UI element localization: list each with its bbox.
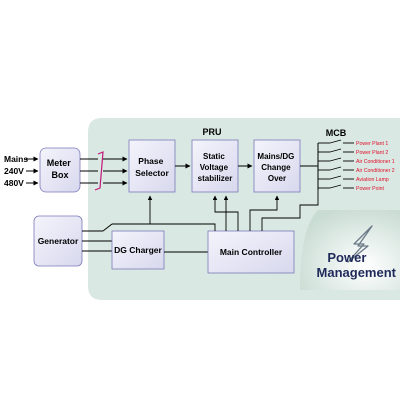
mcb-output-1: Power Plant 1 bbox=[356, 141, 388, 147]
generator-lines bbox=[82, 223, 150, 252]
mains-label: Mains 240V 480V bbox=[4, 154, 30, 188]
brand-title-line-2: Management bbox=[317, 265, 397, 280]
change-over-label-line-2: Change bbox=[261, 163, 291, 172]
change-over-box bbox=[253, 139, 301, 193]
mcb-output-3: Air Conditioner 1 bbox=[356, 159, 395, 165]
brand-title: Power Management bbox=[317, 250, 397, 280]
phase-selector-label-line-2: Selector bbox=[135, 168, 169, 178]
mcb-label: MCB bbox=[326, 128, 347, 138]
change-over-label-line-1: Mains/DG bbox=[257, 152, 294, 161]
main-controller-box bbox=[207, 230, 295, 274]
mcb-output-2: Power Plant 2 bbox=[356, 150, 388, 156]
meter-box-label-line-2: Box bbox=[51, 170, 68, 180]
generator-label: Generator bbox=[38, 236, 79, 246]
phase-selector-label: Phase Selector bbox=[135, 156, 169, 178]
mains-label-line-2: 240V bbox=[4, 166, 24, 176]
meter-box-label-line-1: Meter bbox=[47, 158, 72, 168]
change-over-label-line-3: Over bbox=[268, 174, 286, 183]
mcb-output-5: Aviation Lamp bbox=[356, 177, 389, 183]
meter-box-label: Meter Box bbox=[47, 158, 74, 180]
meter-box bbox=[39, 147, 81, 193]
voltage-stabilizer-label: Static Voltage stabilizer bbox=[198, 152, 233, 183]
mains-label-line-1: Mains bbox=[4, 154, 28, 164]
control-arrows bbox=[147, 190, 319, 231]
brand-title-line-1: Power bbox=[327, 250, 366, 265]
meter-switch-bracket bbox=[94, 151, 104, 191]
phase-selector-box bbox=[128, 139, 176, 193]
dg-charger-box bbox=[111, 230, 165, 270]
lightning-bolt-icon bbox=[347, 225, 373, 263]
phase-input-arrows bbox=[103, 156, 128, 186]
voltage-stabilizer-label-line-1: Static bbox=[203, 152, 225, 161]
mcb-output-4: Air Conditioner 2 bbox=[356, 168, 395, 174]
phase-selector-label-line-1: Phase bbox=[138, 156, 163, 166]
dg-charger-label: DG Charger bbox=[114, 245, 162, 255]
mcb-switches bbox=[318, 139, 354, 189]
main-controller-label: Main Controller bbox=[220, 247, 283, 257]
meter-output-lines bbox=[80, 158, 98, 184]
pru-label: PRU bbox=[202, 127, 221, 137]
brand-panel bbox=[300, 210, 400, 290]
mains-label-line-3: 480V bbox=[4, 178, 24, 188]
voltage-stabilizer-label-line-2: Voltage bbox=[200, 163, 229, 172]
change-over-label: Mains/DG Change Over bbox=[257, 152, 296, 183]
voltage-stabilizer-label-line-3: stabilizer bbox=[198, 174, 233, 183]
mcb-outputs: Power Plant 1 Power Plant 2 Air Conditio… bbox=[356, 141, 395, 192]
mains-arrows bbox=[26, 156, 39, 186]
voltage-stabilizer-box bbox=[191, 139, 239, 193]
mcb-output-6: Power Point bbox=[356, 186, 385, 192]
